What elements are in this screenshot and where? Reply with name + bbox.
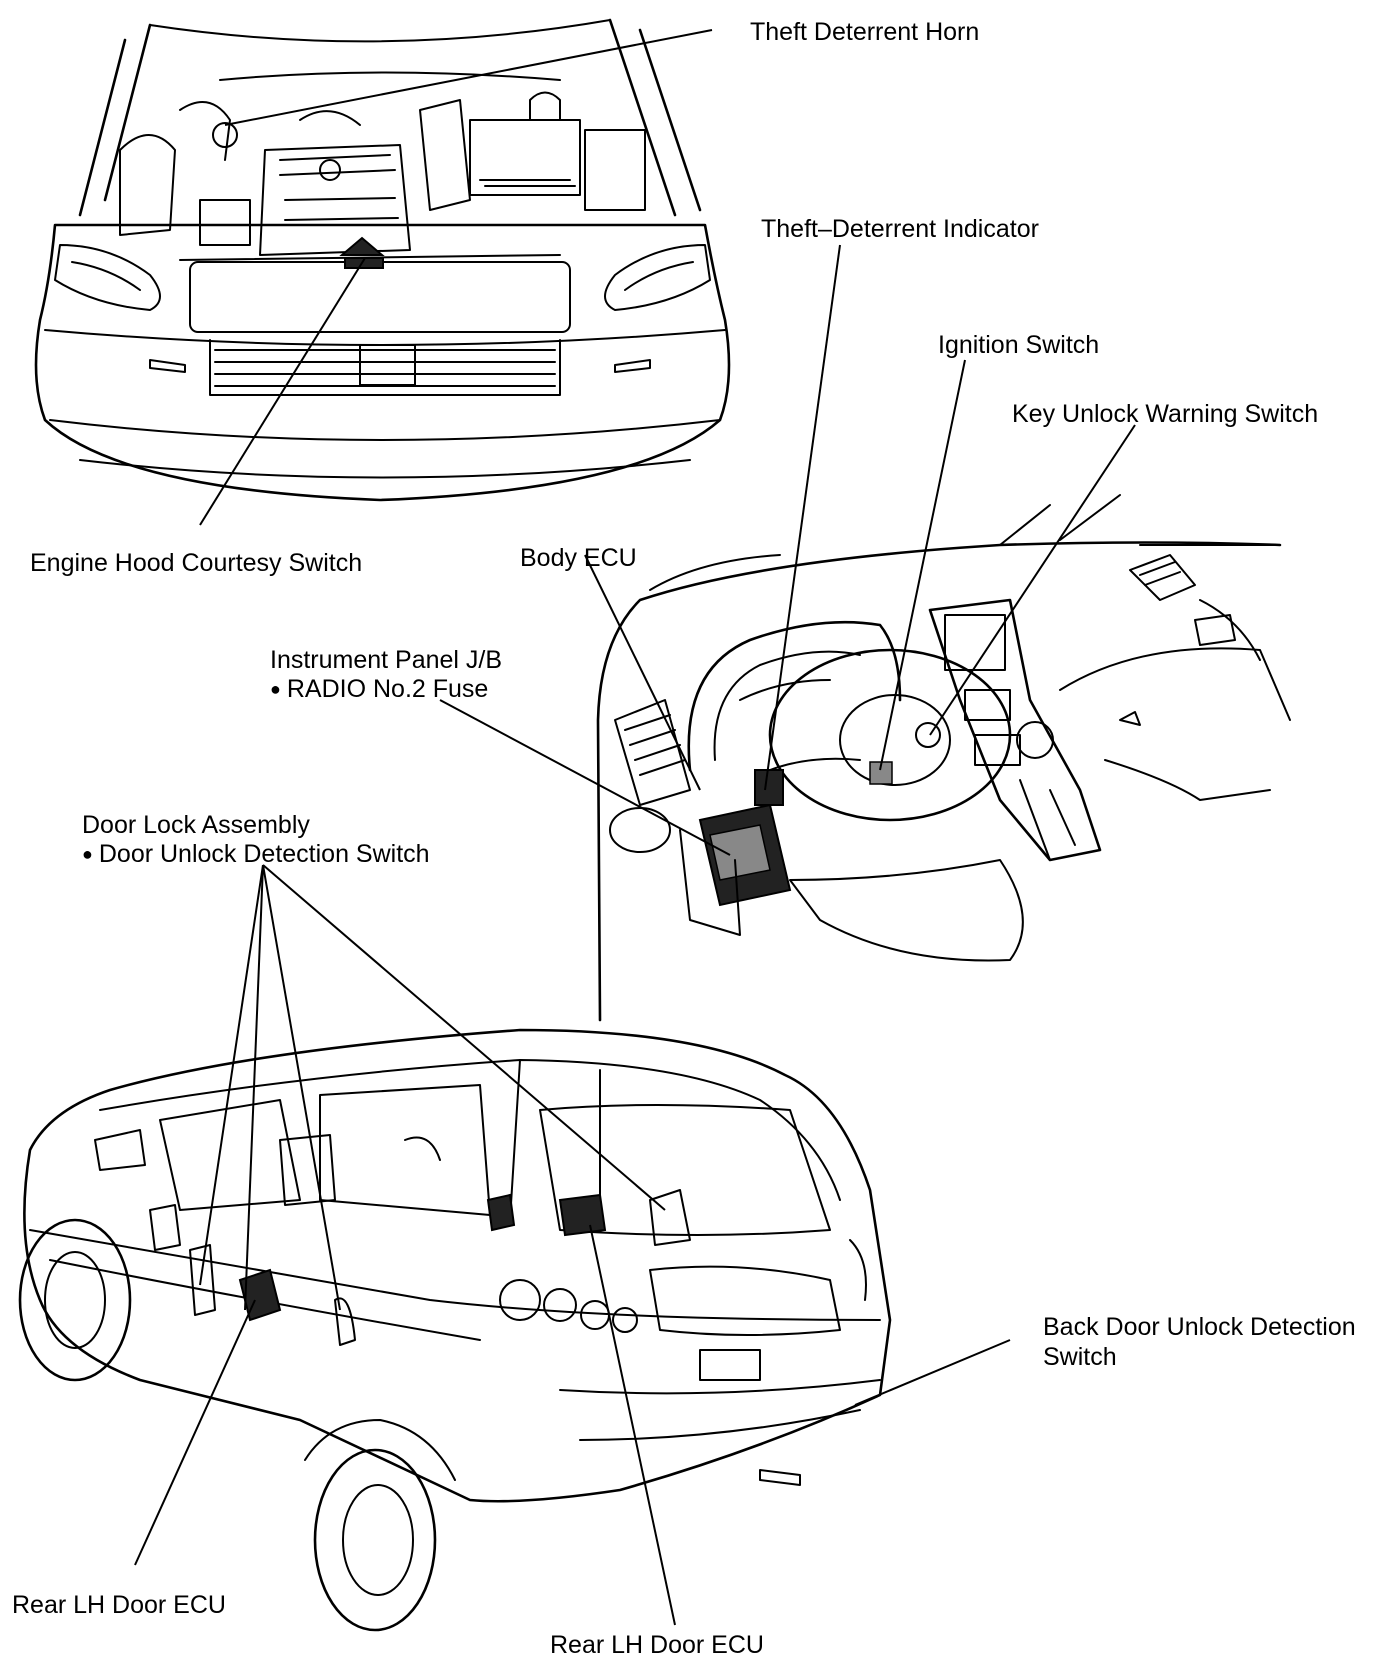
leader-door-lock-d (262, 864, 666, 1211)
label-engine-hood-courtesy-switch: Engine Hood Courtesy Switch (30, 549, 363, 577)
label-key-unlock-warning-switch: Key Unlock Warning Switch (1012, 400, 1319, 428)
label-rear-lh-door-ecu-left: Rear LH Door ECU (12, 1591, 226, 1619)
leader-door-lock-b (244, 864, 264, 1311)
leader-instrument-panel-jb (439, 699, 731, 856)
rear-vehicle-view (18, 1028, 892, 1632)
leader-theft-deterrent-horn (224, 29, 713, 126)
label-back-door-unlock-switch: Switch (1043, 1343, 1117, 1371)
leader-back-door-unlock-detection (854, 1339, 1011, 1406)
leader-rear-lh-door-ecu-left (134, 1299, 256, 1566)
label-instrument-panel-jb: Instrument Panel J/B (270, 646, 503, 674)
leader-body-ecu (584, 554, 701, 791)
leader-ignition-switch (879, 359, 966, 771)
label-door-unlock-detection-switch: Door Unlock Detection Switch (82, 839, 430, 870)
label-door-lock-assembly: Door Lock Assembly (82, 811, 310, 839)
label-ignition-switch: Ignition Switch (938, 331, 1100, 359)
front-engine-view (34, 18, 731, 502)
leader-door-lock-c (262, 864, 341, 1311)
label-theft-deterrent-indicator: Theft–Deterrent Indicator (761, 215, 1039, 243)
leader-lines (134, 29, 1136, 1626)
leader-rear-lh-door-ecu-bottom (589, 1224, 676, 1626)
leader-key-unlock-warning-switch (929, 424, 1136, 736)
label-rear-lh-door-ecu-bottom: Rear LH Door ECU (550, 1631, 764, 1659)
label-radio-no2-fuse: RADIO No.2 Fuse (270, 674, 488, 705)
label-theft-deterrent-horn: Theft Deterrent Horn (750, 18, 980, 46)
leader-door-lock-a (199, 864, 264, 1286)
label-back-door-unlock-detection: Back Door Unlock Detection (1043, 1313, 1356, 1341)
leader-engine-hood-courtesy-switch (199, 257, 366, 526)
label-body-ecu: Body ECU (520, 544, 637, 572)
dashboard-view (596, 494, 1291, 1022)
leader-theft-deterrent-indicator (764, 244, 841, 791)
